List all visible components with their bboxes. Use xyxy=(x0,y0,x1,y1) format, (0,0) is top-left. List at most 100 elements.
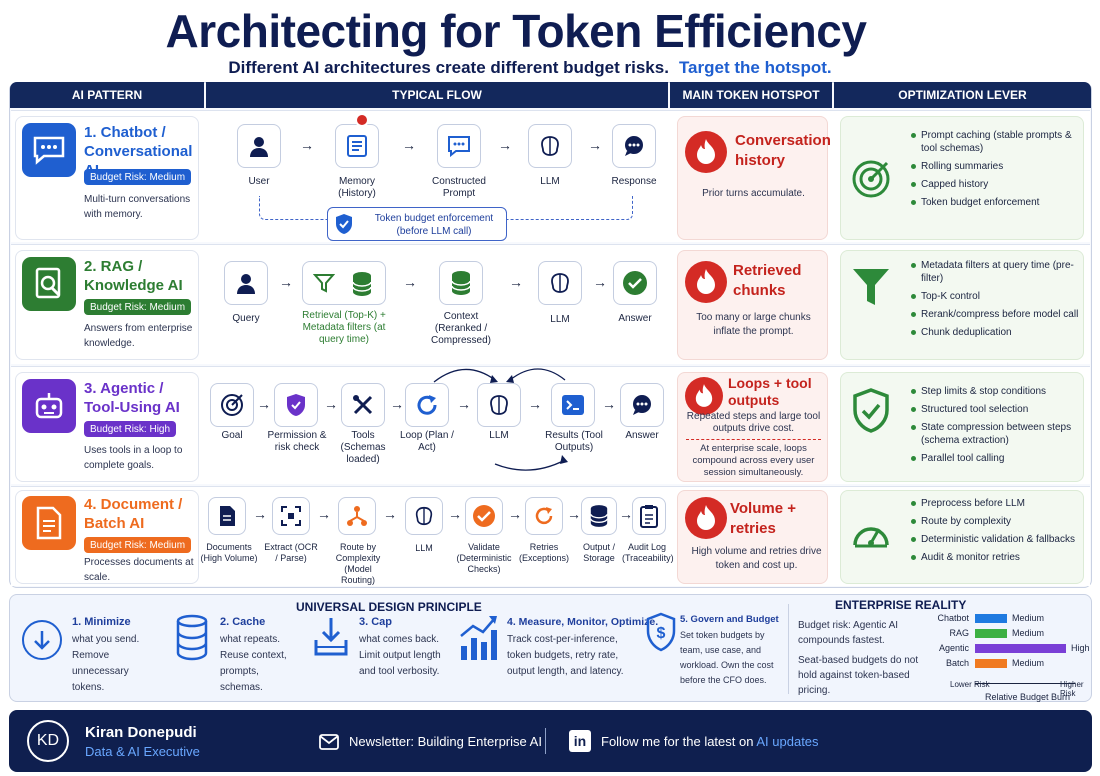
risk-badge: Budget Risk: Medium xyxy=(84,169,192,185)
lever-card-chatbot: Prompt caching (stable prompts & tool sc… xyxy=(840,116,1084,240)
principle-item-title: 2. Cache xyxy=(220,616,266,628)
flame-icon xyxy=(685,131,727,173)
lever-item: Top-K control xyxy=(911,290,1081,303)
hotspot-title: Volume + retries xyxy=(730,500,796,537)
pattern-card-rag: 2. RAG / Knowledge AI Budget Risk: Mediu… xyxy=(15,250,199,360)
lever-item: Token budget enforcement xyxy=(911,196,1081,209)
divider xyxy=(686,439,821,440)
hotspot-desc: High volume and retries drive token and … xyxy=(691,546,822,571)
robot-icon xyxy=(22,379,76,433)
lever-list: Step limits & stop conditions Structured… xyxy=(911,385,1081,470)
lever-item: Capped history xyxy=(911,178,1081,191)
flame-icon xyxy=(685,377,723,415)
hotspot-card-agentic: Loops + tool outputs Repeated steps and … xyxy=(677,372,828,482)
hotspot-title: Conversation history xyxy=(735,132,831,169)
documents-icon xyxy=(208,497,246,535)
flow-arrow: → xyxy=(619,506,633,522)
target-icon xyxy=(849,157,893,201)
flow-label: Memory (History) xyxy=(338,176,376,199)
budget-bar xyxy=(975,614,1007,623)
brain-icon xyxy=(528,124,572,168)
divider xyxy=(545,728,546,754)
brain-icon xyxy=(477,383,521,427)
hotspot-desc: Repeated steps and large tool outputs dr… xyxy=(686,411,821,434)
retry-icon xyxy=(525,497,563,535)
flame-icon xyxy=(685,261,727,303)
lever-item: Parallel tool calling xyxy=(911,452,1081,465)
validate-check-icon xyxy=(465,497,503,535)
principle-item-title: 3. Cap xyxy=(359,616,393,628)
prompt-icon xyxy=(437,124,481,168)
flow-arrow: → xyxy=(279,274,293,290)
flow-label: Constructed Prompt xyxy=(432,176,486,199)
token-budget-text: Token budget enforcement (before LLM cal… xyxy=(374,213,494,237)
principle-item-desc: Track cost-per-inference, token budgets,… xyxy=(507,634,624,677)
shield-check-icon xyxy=(849,388,893,433)
scan-extract-icon xyxy=(272,497,310,535)
flow-arrow: → xyxy=(257,396,271,412)
flow-arrow: → xyxy=(448,506,462,522)
flow-label: User xyxy=(248,176,270,187)
flow-label: Validate (Deterministic Checks) xyxy=(456,542,512,574)
flow-arrow: → xyxy=(300,137,314,153)
follow-text: Follow me for the latest on AI updates xyxy=(601,734,819,749)
hotspot-card-rag: Retrieved chunks Too many or large chunk… xyxy=(677,250,828,360)
database-stack-icon xyxy=(175,614,209,667)
page-title: Architecting for Token Efficiency xyxy=(165,5,867,57)
shield-icon xyxy=(334,213,354,240)
linkedin-icon[interactable]: in xyxy=(569,730,591,752)
flow-arrow: → xyxy=(317,506,331,522)
follow-accent[interactable]: AI updates xyxy=(756,734,819,749)
avatar: KD xyxy=(27,720,69,762)
bar-label: RAG xyxy=(949,628,969,638)
risk-badge: Budget Risk: High xyxy=(84,421,177,437)
bar-value: High xyxy=(1071,643,1090,653)
audit-clipboard-icon xyxy=(632,497,666,535)
flow-arrow: → xyxy=(588,137,602,153)
pattern-title: 1. Chatbot / Conversational AI xyxy=(84,124,193,179)
clock-badge-icon xyxy=(355,113,369,127)
flow-arrow: → xyxy=(402,137,416,153)
pattern-card-batch: 4. Document / Batch AI Budget Risk: Medi… xyxy=(15,490,199,584)
loop-refresh-icon xyxy=(405,383,449,427)
bar-value: Medium xyxy=(1012,628,1045,638)
flow-label: Route by Complexity (Model Routing) xyxy=(335,542,381,585)
flow-arrow: → xyxy=(509,274,523,290)
principle-item-title: 1. Minimize xyxy=(72,616,131,628)
lever-item: Prompt caching (stable prompts & tool sc… xyxy=(911,129,1081,155)
flow-label: Loop (Plan / Act) xyxy=(400,430,454,453)
flow-label: Audit Log (Traceability) xyxy=(622,542,674,563)
flow-label: Context (Reranked / Compressed) xyxy=(430,311,492,346)
pattern-title: 3. Agentic / Tool-Using AI xyxy=(84,380,180,416)
lever-card-batch: Preprocess before LLM Route by complexit… xyxy=(840,490,1084,584)
pattern-desc: Processes documents at scale. xyxy=(84,557,194,583)
lever-card-agentic: Step limits & stop conditions Structured… xyxy=(840,372,1084,482)
budget-connector xyxy=(259,196,327,220)
flow-label: Goal xyxy=(221,430,243,441)
budget-bar xyxy=(975,644,1066,653)
header-ai-pattern: AI PATTERN xyxy=(10,82,204,108)
lever-item: Preprocess before LLM xyxy=(911,497,1081,510)
lever-item: Chunk deduplication xyxy=(911,326,1081,339)
flow-label: Permission & risk check xyxy=(267,430,327,453)
risk-badge: Budget Risk: Medium xyxy=(84,299,192,315)
flow-label: LLM xyxy=(540,176,560,187)
shield-dollar-icon: $ xyxy=(645,612,677,657)
flow-label: Documents (High Volume) xyxy=(200,542,258,563)
newsletter-link[interactable]: Newsletter: Building Enterprise AI xyxy=(349,734,542,749)
chat-bubble-icon xyxy=(22,123,76,177)
reality-title: ENTERPRISE REALITY xyxy=(835,598,967,612)
pattern-desc: Multi-turn conversations with memory. xyxy=(84,194,191,220)
lever-list: Metadata filters at query time (pre-filt… xyxy=(911,259,1081,344)
lever-list: Prompt caching (stable prompts & tool sc… xyxy=(911,129,1081,214)
axis-low-label: Lower Risk xyxy=(950,680,990,689)
goal-target-icon xyxy=(210,383,254,427)
flow-label: Results (Tool Outputs) xyxy=(545,430,603,453)
database-icon xyxy=(439,261,483,305)
hotspot-title: Loops + tool outputs xyxy=(728,375,812,408)
principle-item-desc: what comes back. Limit output length and… xyxy=(359,634,441,677)
chart-axis xyxy=(975,683,1075,684)
download-tray-icon xyxy=(313,614,349,667)
database-icon xyxy=(351,271,373,302)
flow-label: LLM xyxy=(489,430,509,441)
